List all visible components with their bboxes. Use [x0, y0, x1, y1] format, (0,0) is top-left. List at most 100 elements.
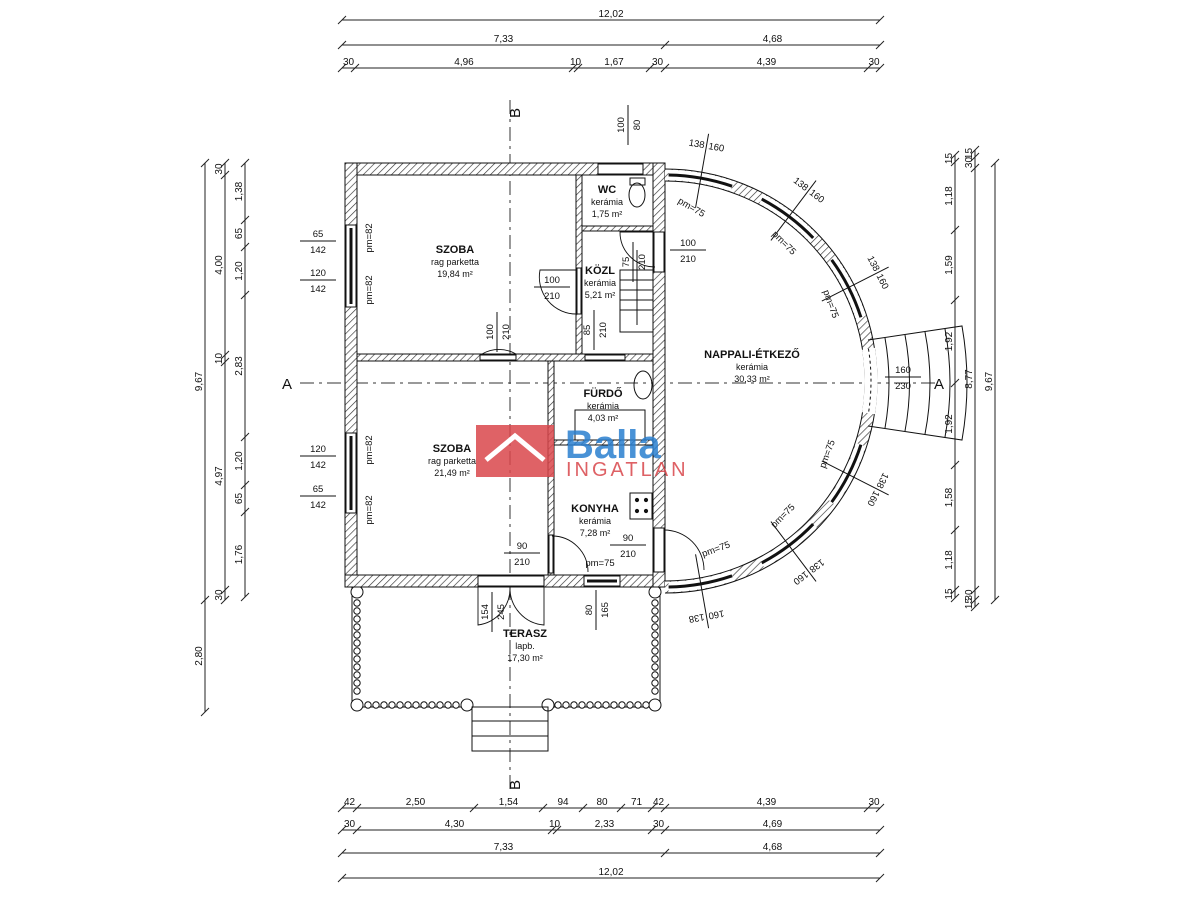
dimension-tick: [350, 63, 360, 73]
dimension-tick: [950, 585, 960, 595]
dimension-label: 1,54: [499, 797, 519, 808]
baluster: [444, 701, 452, 709]
room-name: NAPPALI-ÉTKEZŐ: [704, 348, 800, 361]
dimension-label: 15: [944, 588, 955, 600]
opening-height: 142: [310, 460, 326, 471]
entrance-threshold: [867, 348, 872, 414]
door-szoba-1: [479, 354, 517, 361]
baluster: [428, 701, 436, 709]
terrace-door-opening: [477, 575, 545, 587]
opening-width: 80: [584, 605, 595, 616]
sill-height-label: pm=75: [817, 438, 837, 469]
baluster: [651, 679, 659, 687]
dimension-label: 8,77: [964, 369, 975, 389]
sill-height-label: pm=75: [676, 196, 707, 220]
baluster: [404, 701, 412, 709]
dimension-tick: [990, 158, 1000, 168]
baluster: [651, 639, 659, 647]
dimension-tick: [552, 825, 562, 835]
baluster: [350, 698, 364, 712]
dimension-tick: [875, 40, 885, 50]
baluster: [353, 599, 361, 607]
dimension-label: 10: [570, 57, 582, 68]
room-area: 1,75 m²: [592, 209, 623, 219]
dimension-tick: [240, 215, 250, 225]
window-width: 138: [688, 138, 706, 152]
opening-height: 210: [637, 254, 648, 270]
dimension-label: 15: [964, 598, 975, 610]
dimension-label: 65: [234, 493, 245, 505]
watermark-brand: Balla: [565, 423, 661, 467]
dimension-tick: [337, 873, 347, 883]
room-floor: rag parketta: [428, 456, 476, 466]
watermark-logo: Balla INGATLAN: [476, 423, 686, 481]
dimension-tick: [220, 350, 230, 360]
dimension-label: 1,59: [944, 255, 955, 275]
window-height: 160: [874, 272, 891, 291]
dimension-tick: [875, 848, 885, 858]
baluster: [634, 701, 642, 709]
room-area: 30,33 m²: [734, 374, 770, 384]
wall-interior: [581, 225, 654, 232]
baluster: [353, 671, 361, 679]
dimension-tick: [538, 803, 548, 813]
dimension-tick: [337, 15, 347, 25]
dimension-label: 1,20: [234, 451, 245, 471]
dimension-label: 2,33: [595, 819, 615, 830]
opening-height: 210: [620, 549, 636, 560]
dimension-tick: [568, 63, 578, 73]
section-b-bottom-marker: B: [507, 780, 524, 790]
dimension-label: 2,80: [194, 646, 205, 666]
window-leader: [821, 266, 889, 302]
dimension-tick: [352, 803, 362, 813]
dimension-label: 2,50: [406, 797, 426, 808]
dimension-label: 15: [944, 153, 955, 165]
dimension-tick: [573, 63, 583, 73]
entrance-stairs: [867, 325, 968, 441]
baluster: [651, 607, 659, 615]
dimension-label: 30: [964, 157, 975, 169]
dimension-tick: [660, 825, 670, 835]
baluster: [651, 631, 659, 639]
dimension-label: 1,76: [234, 544, 245, 564]
room-name: FÜRDŐ: [583, 387, 623, 400]
dimension-tick: [240, 432, 250, 442]
opening-width: 100: [485, 324, 496, 340]
baluster: [578, 701, 586, 709]
dimension-tick: [469, 803, 479, 813]
window-leader: [770, 180, 817, 241]
terrace-balusters: [350, 585, 662, 712]
dimension-label: 4,97: [214, 466, 225, 486]
baluster: [618, 701, 626, 709]
dimension-tick: [875, 803, 885, 813]
dimension-label: 2,83: [234, 356, 245, 376]
opening-width: 75: [621, 257, 632, 268]
baluster: [594, 701, 602, 709]
dimension-tick: [970, 152, 980, 162]
baluster: [651, 687, 659, 695]
dimension-label: 1,92: [944, 331, 955, 351]
dimension-label: 1,18: [944, 550, 955, 570]
room-floor: rag parketta: [431, 257, 479, 267]
window-height: 160: [791, 568, 810, 586]
dimension-tick: [950, 460, 960, 470]
baluster: [648, 585, 662, 599]
dimension-label: 30: [343, 57, 355, 68]
opening-width: 154: [480, 604, 491, 620]
dimension-label: 30: [344, 819, 356, 830]
room-area: 5,21 m²: [585, 290, 616, 300]
opening-width: 90: [623, 533, 634, 544]
dimension-label: 4,69: [763, 819, 783, 830]
dimension-tick: [578, 803, 588, 813]
dimension-tick: [337, 848, 347, 858]
baluster: [412, 701, 420, 709]
room-floor: lapb.: [515, 641, 535, 651]
dimension-tick: [950, 593, 960, 603]
dimension-label: 4,00: [214, 255, 225, 275]
door-furdo: [584, 354, 626, 361]
dimension-tick: [240, 242, 250, 252]
room-floor: kerámia: [736, 362, 768, 372]
dimension-label: 10: [549, 819, 561, 830]
sink-icon: [633, 370, 653, 400]
